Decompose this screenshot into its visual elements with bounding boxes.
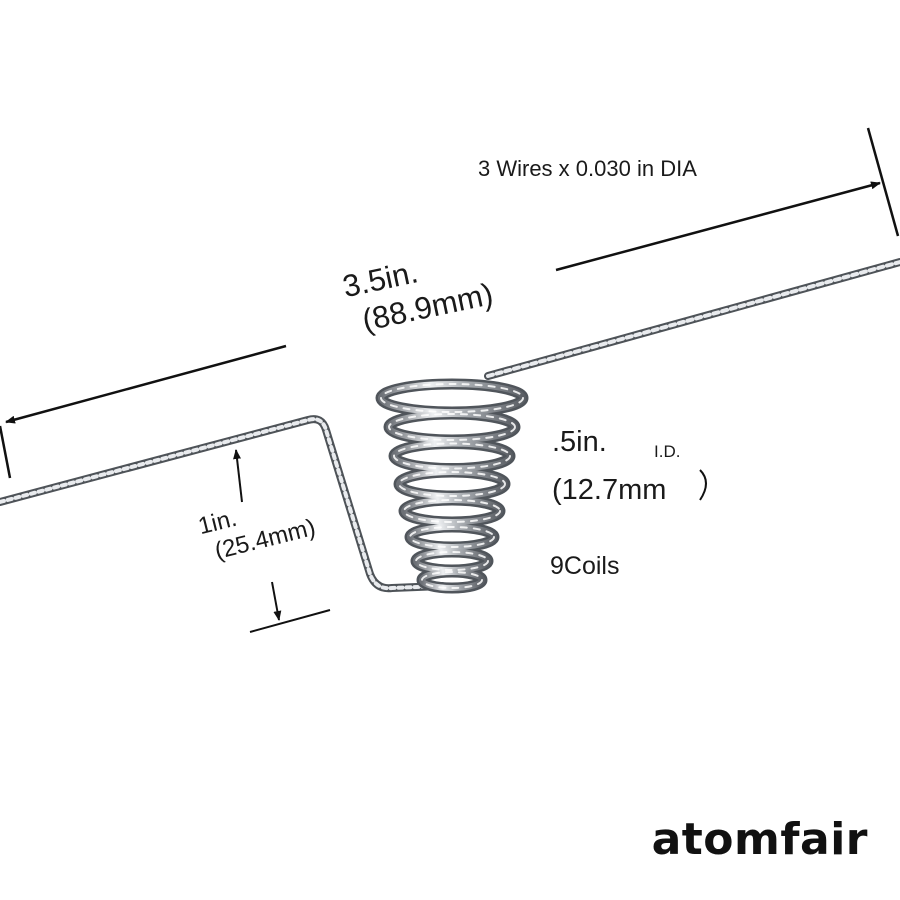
twisted-wire-tail — [484, 258, 900, 380]
coil-count-label: 9Coils — [550, 552, 620, 580]
height-base-line — [249, 609, 331, 633]
length-arrow-left — [5, 344, 287, 424]
length-left-extension — [0, 425, 12, 479]
height-dimension — [233, 449, 331, 633]
conical-coil — [375, 378, 529, 594]
length-right-extension — [866, 127, 900, 237]
twisted-wire-lead — [0, 415, 446, 593]
length-dimension — [0, 127, 900, 479]
height-arrow-up — [233, 449, 243, 503]
length-arrow-right — [555, 181, 881, 272]
id-bracket — [699, 469, 707, 501]
height-arrow-down — [271, 581, 282, 621]
wire-spec-label: 3 Wires x 0.030 in DIA — [478, 156, 697, 181]
inner-diameter-inches: .5in. — [552, 426, 607, 458]
inner-diameter-tag: I.D. — [654, 442, 681, 461]
brand-logo: atomfair — [651, 814, 868, 865]
inner-diameter-mm: (12.7mm — [552, 474, 667, 506]
